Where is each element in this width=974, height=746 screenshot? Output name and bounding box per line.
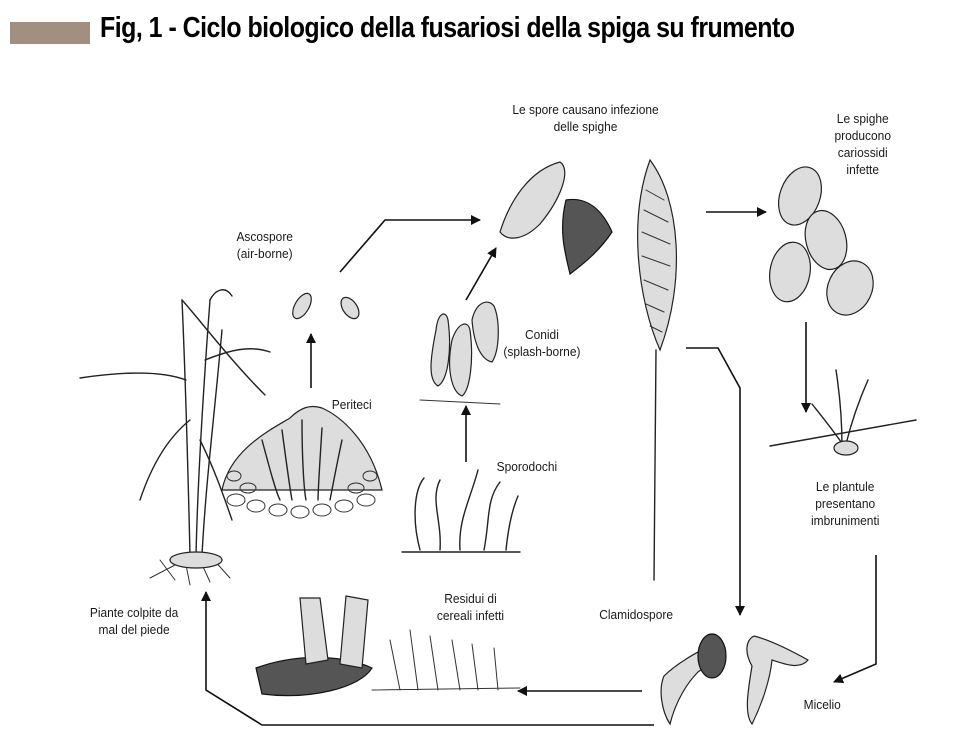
- label-line: producono: [834, 127, 891, 144]
- label-conidi: Conidi (splash-borne): [503, 326, 580, 360]
- label-line: infette: [834, 161, 891, 178]
- arrow-spike-to-clamidospore: [686, 348, 740, 615]
- label-line: (air-borne): [236, 245, 293, 262]
- label-clamidospore: Clamidospore: [599, 606, 673, 623]
- foot-rot-plant-drawing: [80, 290, 270, 585]
- arrow-seedling-to-micelio: [834, 555, 876, 682]
- arrow-ascospore-to-spike: [340, 220, 480, 272]
- label-line: mal del piede: [90, 621, 178, 638]
- label-foot-rot-plants: Piante colpite da mal del piede: [90, 604, 178, 638]
- label-line: Le spighe: [834, 110, 891, 127]
- sporodochia-drawing: [402, 470, 520, 552]
- label-infected-kernels: Le spighe producono cariossidi infette: [834, 110, 891, 178]
- label-line: Residui di: [437, 590, 504, 607]
- label-sporodochi: Sporodochi: [497, 458, 558, 475]
- label-line: Le spore causano infezione: [512, 101, 658, 118]
- label-line: Ascospore: [236, 228, 293, 245]
- label-line: (splash-borne): [503, 343, 580, 360]
- label-line: Conidi: [503, 326, 580, 343]
- label-line: cereali infetti: [437, 607, 504, 624]
- label-ascospore: Ascospore (air-borne): [236, 228, 293, 262]
- arrow-conidi-to-spike: [466, 248, 496, 300]
- label-line: imbrunimenti: [811, 512, 879, 529]
- label-line: cariossidi: [834, 144, 891, 161]
- label-crop-residues: Residui di cereali infetti: [437, 590, 504, 624]
- label-line: presentano: [811, 495, 879, 512]
- perithecium-drawing: [222, 406, 382, 518]
- conidia-drawing: [420, 302, 500, 404]
- infected-kernels-drawing: [765, 161, 882, 323]
- chlamydospore-mycelium-drawing: [661, 634, 808, 724]
- ascospore-drawing: [289, 290, 363, 321]
- label-periteci: Periteci: [332, 396, 372, 413]
- label-spore-infection: Le spore causano infezione delle spighe: [512, 101, 658, 135]
- seedling-drawing: [770, 370, 916, 455]
- label-line: Piante colpite da: [90, 604, 178, 621]
- label-line: Le plantule: [811, 478, 879, 495]
- label-seedlings: Le plantule presentano imbrunimenti: [811, 478, 879, 529]
- infected-spike-drawing: [500, 160, 676, 580]
- arrow-micelio-to-foot-rot: [206, 592, 654, 725]
- label-micelio: Micelio: [804, 696, 841, 713]
- label-line: delle spighe: [512, 118, 658, 135]
